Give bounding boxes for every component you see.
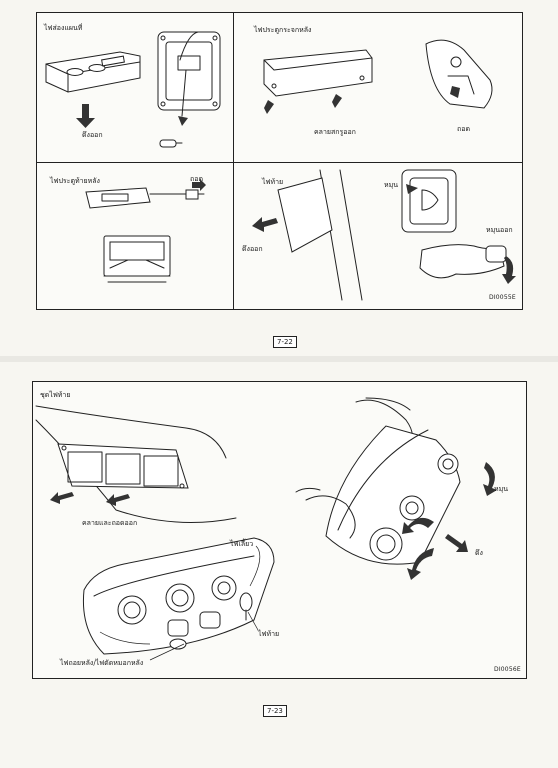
panel-caption-loosen-screw: คลายสกรูออก [314, 128, 356, 136]
lamp-housing-drawing [82, 537, 275, 655]
tail-light-assembly-title: ชุดไฟท้าย [40, 391, 71, 399]
label-turn-signal: ไฟเลี้ยว [230, 540, 254, 548]
label-tail-lamp: ไฟท้าย [258, 630, 280, 638]
panel-caption-rotate: หมุน [384, 181, 399, 189]
lower-page-number: 7-23 [263, 705, 287, 717]
tailgate-light-drawing [85, 179, 206, 283]
upper-page-number: 7-22 [273, 336, 297, 348]
tail-light-drawing [252, 169, 516, 301]
panel-title-rear-glass-light: ไฟประตูกระจกหลัง [254, 26, 312, 34]
upper-horizontal-divider [36, 162, 522, 163]
page-separator [0, 356, 558, 362]
label-reverse-fog-lamp: ไฟถอยหลัง/ไฟตัดหมอกหลัง [60, 659, 144, 667]
label-pull-bulb: ดึง [475, 549, 483, 557]
panel-caption-remove: ถอด [457, 125, 470, 133]
panel-caption-remove-tailgate: ถอด [190, 175, 203, 183]
panel-caption-rotate-out: หมุนออก [486, 226, 513, 234]
map-light-drawing [45, 31, 221, 148]
lower-figure-code: DI0056E [494, 666, 521, 673]
panel-caption-pull-tail: ดึงออก [242, 245, 263, 253]
rear-glass-light-drawing [263, 39, 493, 114]
upper-vertical-divider [233, 12, 234, 309]
label-loosen-and-remove: คลายและถอดออก [82, 519, 138, 527]
panel-title-tail-light: ไฟท้าย [262, 178, 284, 186]
panel-title-tailgate-light: ไฟประตูท้ายหลัง [50, 177, 100, 185]
upper-figure-code: DI0055E [489, 294, 516, 301]
panel-title-map-light: ไฟส่องแผนที่ [44, 24, 83, 32]
bulb-removal-drawing [295, 397, 497, 580]
panel-caption-pull-out: ดึงออก [82, 131, 103, 139]
lamp-cavity-drawing [35, 405, 237, 523]
label-rotate-bulb: หมุน [494, 485, 509, 493]
